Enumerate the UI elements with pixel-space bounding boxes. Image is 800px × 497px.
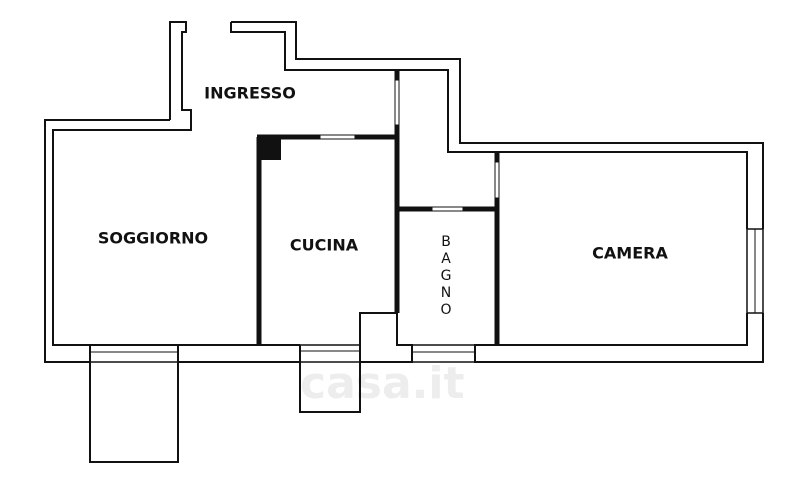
room-label-bagno: BAGNO	[440, 234, 452, 318]
pillar	[257, 137, 281, 160]
outer-wall	[397, 69, 748, 229]
outer-wall	[52, 21, 259, 346]
door-ingresso	[394, 79, 400, 126]
window-soggiorno	[89, 344, 179, 363]
window-bagno	[411, 344, 476, 363]
watermark: casa.it	[300, 358, 465, 409]
room-label-ingresso: INGRESSO	[204, 83, 296, 103]
door-cucina	[319, 134, 356, 140]
outer-wall	[53, 344, 91, 362]
balcony-soggiorno	[89, 362, 179, 463]
door-bagno	[431, 206, 464, 212]
room-label-camera: CAMERA	[592, 243, 668, 263]
outer-wall	[230, 22, 397, 71]
wall-notch	[359, 312, 413, 363]
door-camera	[494, 161, 500, 199]
room-label-cucina: CUCINA	[289, 235, 359, 255]
outer-wall	[44, 119, 170, 363]
balcony-cucina	[299, 362, 361, 413]
room-label-soggiorno: SOGGIORNO	[97, 228, 209, 248]
outer-wall	[231, 21, 764, 229]
window-cucina	[299, 344, 361, 363]
outer-wall	[474, 313, 764, 363]
